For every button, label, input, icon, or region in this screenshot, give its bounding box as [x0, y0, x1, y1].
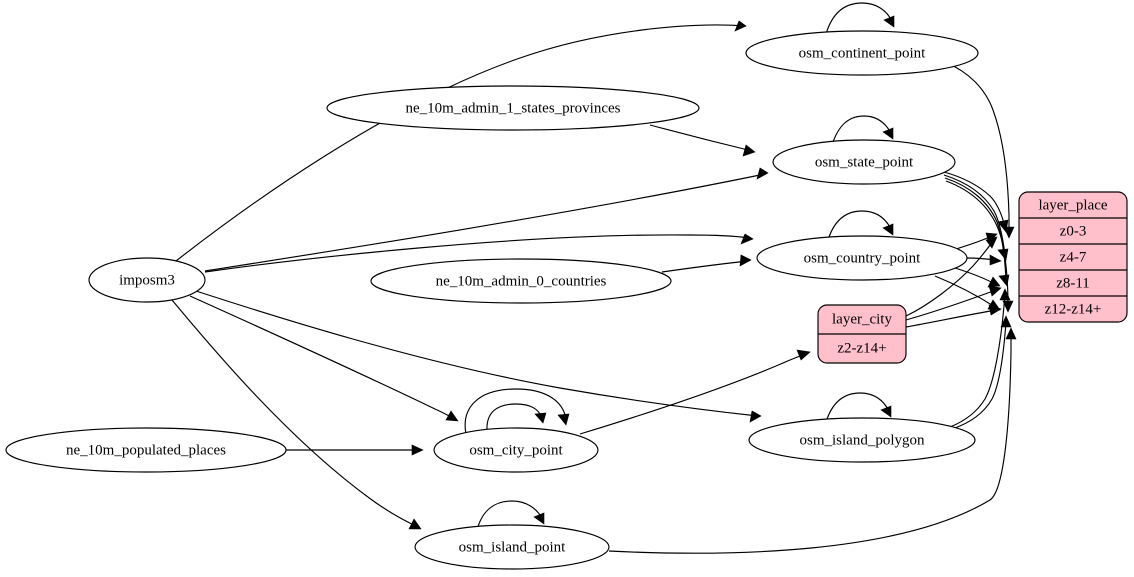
record-row-layer-place-z4-7[interactable]: z4-7 [1060, 249, 1087, 265]
edge-layer-city-to-layer-place-z0-3 [905, 236, 998, 317]
edge-osm-island-polygon-self-loop [825, 392, 892, 423]
edge-osm-island-polygon-to-layer-place-z8-11 [949, 288, 1011, 428]
node-osm-country-point[interactable]: osm_country_point [756, 235, 968, 281]
node-ne-countries-shape[interactable] [370, 258, 672, 304]
node-osm-island-point[interactable]: osm_island_point [414, 524, 610, 570]
edge-osm-country-point-to-layer-place-z8-11 [954, 267, 1001, 288]
edge-osm-continent-point-self-loop [825, 2, 895, 35]
edge-layer-city-to-layer-place-z8-11 [905, 285, 1002, 321]
edge-imposm3-to-osm-country-point [204, 233, 754, 273]
node-ne-states-shape[interactable] [326, 85, 700, 131]
edge-osm-island-point-self-loop [476, 500, 545, 531]
edge-osm-state-point-self-loop [831, 115, 894, 146]
node-osm-country-point-label: osm_country_point [804, 250, 921, 266]
edge-ne-countries-to-osm-country-point [661, 254, 752, 273]
node-ne-populated-shape[interactable] [5, 427, 287, 473]
record-row-layer-place-z12-z14[interactable]: z12-z14+ [1045, 301, 1102, 317]
edge-imposm3-to-osm-island-polygon [195, 290, 762, 423]
edge-layer-city-to-layer-place-z12 [905, 304, 1002, 328]
edge-osm-state-point-to-layer-place-z8-11 [944, 177, 1010, 287]
record-row-layer-city-z2-z14[interactable]: z2-z14+ [837, 340, 886, 356]
node-osm-city-point-label: osm_city_point [469, 442, 563, 458]
edge-osm-island-polygon-to-layer-place-z12 [951, 315, 1012, 430]
node-osm-island-polygon-shape[interactable] [748, 417, 976, 463]
edge-osm-state-point-to-layer-place-z12 [945, 180, 1014, 313]
edge-osm-city-point-self-loop-outer [464, 388, 570, 435]
edge-imposm3-to-osm-state-point [204, 167, 769, 272]
record-row-layer-city-title: layer_city [832, 311, 892, 327]
node-osm-city-point-shape[interactable] [433, 427, 599, 473]
node-ne-10m-admin-0-countries[interactable]: ne_10m_admin_0_countries [370, 258, 672, 304]
record-node-layer: layer_place z0-3 z4-7 z8-11 z12-z14+ lay… [817, 191, 1128, 364]
node-osm-island-polygon-label: osm_island_polygon [799, 432, 925, 448]
edge-imposm3-to-osm-continent-point [175, 20, 747, 262]
record-row-layer-place-z0-3[interactable]: z0-3 [1060, 223, 1087, 239]
node-osm-continent-point-label: osm_continent_point [799, 45, 926, 61]
node-osm-city-point[interactable]: osm_city_point [433, 427, 599, 473]
edge-imposm3-to-osm-city-point [189, 295, 459, 422]
record-node-layer-city[interactable]: layer_city z2-z14+ [817, 304, 907, 364]
record-row-layer-place-z8-11[interactable]: z8-11 [1056, 275, 1090, 291]
node-osm-state-point-shape[interactable] [772, 139, 956, 185]
edge-ne-populated-to-osm-city-point [286, 444, 424, 456]
node-ne-populated-label: ne_10m_populated_places [66, 442, 226, 458]
node-osm-island-point-shape[interactable] [414, 524, 610, 570]
node-osm-continent-point[interactable]: osm_continent_point [745, 30, 979, 76]
node-imposm3[interactable]: imposm3 [88, 257, 206, 303]
node-layer: imposm3 ne_10m_admin_1_states_provinces … [5, 30, 979, 570]
edge-imposm3-to-osm-island-point [171, 299, 422, 530]
node-osm-state-point-label: osm_state_point [815, 154, 914, 170]
node-osm-state-point[interactable]: osm_state_point [772, 139, 956, 185]
node-osm-island-point-label: osm_island_point [459, 539, 567, 555]
edge-osm-country-point-self-loop [827, 210, 894, 241]
node-imposm3-shape[interactable] [88, 257, 206, 303]
node-ne-states-label: ne_10m_admin_1_states_provinces [406, 100, 621, 116]
edge-osm-city-point-to-layer-city [579, 349, 811, 435]
node-ne-10m-admin-1-states-provinces[interactable]: ne_10m_admin_1_states_provinces [326, 85, 700, 131]
record-node-layer-place[interactable]: layer_place z0-3 z4-7 z8-11 z12-z14+ [1018, 191, 1128, 323]
edge-osm-continent-point-to-layer-place-z0-3 [946, 62, 1015, 239]
node-osm-island-polygon[interactable]: osm_island_polygon [748, 417, 976, 463]
node-osm-country-point-shape[interactable] [756, 235, 968, 281]
node-ne-countries-label: ne_10m_admin_0_countries [436, 273, 607, 289]
record-node-layer-place-box[interactable] [1018, 191, 1128, 323]
edge-osm-country-point-to-layer-place-z4-7 [966, 254, 1002, 266]
edge-osm-state-point-to-layer-place-z0-3 [943, 171, 1009, 233]
edge-osm-island-point-to-layer-place-z12 [608, 327, 1017, 554]
node-ne-10m-populated-places[interactable]: ne_10m_populated_places [5, 427, 287, 473]
record-row-layer-place-title: layer_place [1038, 197, 1107, 213]
edge-layer [171, 2, 1017, 554]
edge-osm-city-point-self-loop-inner [486, 403, 547, 432]
node-imposm3-label: imposm3 [119, 272, 175, 288]
edge-ne-states-to-osm-state-point [649, 124, 756, 157]
node-osm-continent-point-shape[interactable] [745, 30, 979, 76]
